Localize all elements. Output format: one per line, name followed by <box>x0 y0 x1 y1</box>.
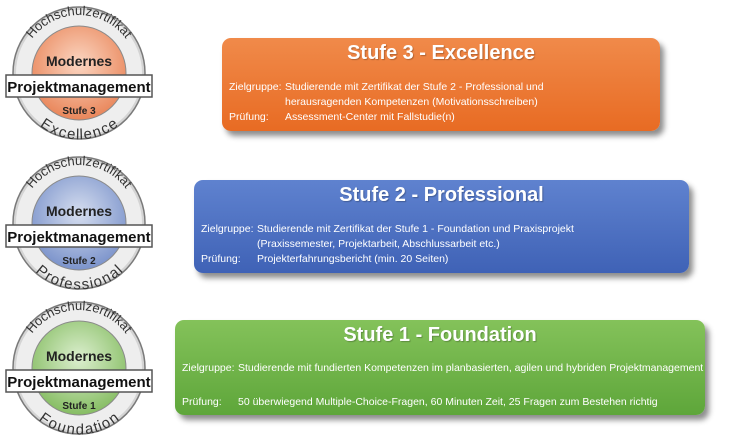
seal-stufe-3: Hochschulzertifikat Excellence Modernes … <box>4 4 154 142</box>
zielgruppe-text-2: herausragenden Kompetenzen (Motivationss… <box>285 96 538 108</box>
zielgruppe-text-2: (Praxissemester, Projektarbeit, Abschlus… <box>257 238 500 250</box>
seal-stufe-1: Hochschulzertifikat Foundation Modernes … <box>4 299 154 437</box>
card-stufe-2: Stufe 2 - Professional Zielgruppe: Studi… <box>194 180 689 273</box>
seal-stufe-2-graphic: Hochschulzertifikat Professional Moderne… <box>5 154 153 292</box>
pruefung-label: Prüfung: <box>201 253 241 265</box>
pruefung-text: Projekterfahrungsbericht (min. 20 Seiten… <box>257 253 449 265</box>
seal-stufe-text: Stufe 3 <box>62 106 96 117</box>
pruefung-text: Assessment-Center mit Fallstudie(n) <box>285 111 455 123</box>
zielgruppe-text-1: Studierende mit Zertifikat der Stufe 1 -… <box>257 223 574 235</box>
zielgruppe-label: Zielgruppe: <box>201 223 254 235</box>
card-title: Stufe 1 - Foundation <box>343 324 537 346</box>
pruefung-label: Prüfung: <box>229 111 269 123</box>
seal-stufe-1-graphic: Hochschulzertifikat Foundation Modernes … <box>5 299 153 437</box>
zielgruppe-label: Zielgruppe: <box>229 81 282 93</box>
card-title: Stufe 3 - Excellence <box>347 42 535 64</box>
seal-band-text: Projektmanagement <box>7 374 150 391</box>
seal-top-text: Modernes <box>46 203 112 219</box>
seal-top-text: Modernes <box>46 53 112 69</box>
card-stufe-1: Stufe 1 - Foundation Zielgruppe: Studier… <box>175 320 705 415</box>
seal-band-text: Projektmanagement <box>7 79 150 96</box>
seal-stufe-2: Hochschulzertifikat Professional Moderne… <box>4 154 154 292</box>
pruefung-text: 50 überwiegend Multiple-Choice-Fragen, 6… <box>238 396 658 408</box>
seal-band-text: Projektmanagement <box>7 229 150 246</box>
card-stufe-3: Stufe 3 - Excellence Zielgruppe: Studier… <box>222 38 660 131</box>
seal-stufe-text: Stufe 1 <box>62 401 96 412</box>
card-title: Stufe 2 - Professional <box>339 184 544 206</box>
zielgruppe-text-1: Studierende mit Zertifikat der Stufe 2 -… <box>285 81 544 93</box>
pruefung-label: Prüfung: <box>182 396 222 408</box>
seal-stufe-text: Stufe 2 <box>62 256 96 267</box>
zielgruppe-label: Zielgruppe: <box>182 362 235 374</box>
seal-top-text: Modernes <box>46 348 112 364</box>
seal-stufe-3-graphic: Hochschulzertifikat Excellence Modernes … <box>5 4 153 142</box>
zielgruppe-text-1: Studierende mit fundierten Kompetenzen i… <box>238 362 704 374</box>
